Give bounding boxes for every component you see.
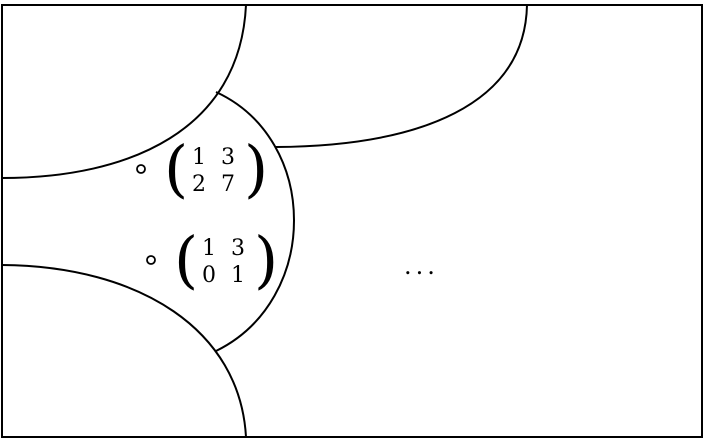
boundary-top-right xyxy=(275,4,528,148)
point-marker-1 xyxy=(136,164,146,174)
frame-border xyxy=(1,4,703,438)
matrix-2-left-paren: ( xyxy=(174,223,198,296)
matrix-1-cell: 3 xyxy=(221,145,235,170)
matrix-2-cell: 1 xyxy=(231,263,245,288)
matrix-1: ( 1 3 2 7 ) xyxy=(164,132,268,205)
matrix-1-cell: 1 xyxy=(192,145,206,170)
point-marker-2 xyxy=(146,255,156,265)
matrix-1-cell: 2 xyxy=(192,172,206,197)
matrix-1-right-paren: ) xyxy=(244,132,268,205)
boundary-bottom-left xyxy=(1,264,247,438)
ellipsis-label: ... xyxy=(404,252,439,280)
matrix-1-cell: 7 xyxy=(221,172,235,197)
matrix-2: ( 1 3 0 1 ) xyxy=(174,223,278,296)
matrix-2-cell: 0 xyxy=(202,263,216,288)
matrix-1-left-paren: ( xyxy=(164,132,188,205)
boundary-top-left xyxy=(1,4,247,179)
matrix-2-cell: 1 xyxy=(202,236,216,261)
matrix-2-right-paren: ) xyxy=(254,223,278,296)
boundary-central-arc xyxy=(215,91,295,352)
matrix-2-cell: 3 xyxy=(231,236,245,261)
